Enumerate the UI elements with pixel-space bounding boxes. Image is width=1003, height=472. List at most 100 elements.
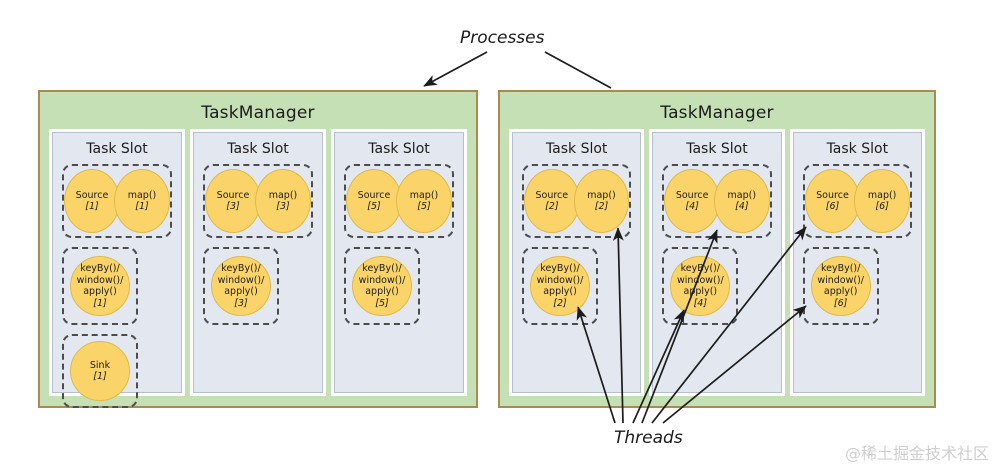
operator-label-line2: window()/ (76, 274, 124, 286)
operator-label-line1: keyBy()/ (221, 263, 261, 274)
operator-index: [1] (93, 371, 107, 382)
operator-map: map() [1] (114, 169, 170, 233)
operator-label-line3: apply() (83, 286, 117, 297)
operator-label: map() (127, 189, 157, 201)
operator-index: [2] (594, 201, 609, 212)
operator-index: [2] (553, 297, 567, 309)
operator-label: map() (587, 189, 616, 201)
operator-map: map() [6] (854, 169, 910, 233)
processes-arrow-left (423, 51, 488, 87)
operator-map: map() [3] (255, 169, 311, 233)
processes-label: Processes (460, 28, 545, 48)
operator-index: [4] (685, 201, 699, 212)
operator-label-line1: keyBy()/ (680, 263, 721, 274)
operator-index: [6] (833, 297, 848, 309)
operator-map: map() [2] (573, 169, 630, 233)
task-slot-row-1: Task Slot Source [1] map() [1] (52, 132, 464, 408)
operator-label-line1: keyBy()/ (820, 263, 861, 274)
operator-label: Source (357, 189, 391, 201)
operator-label: map() (409, 189, 439, 201)
operator-label-line2: window()/ (817, 274, 864, 286)
operator-index: [4] (735, 201, 749, 212)
operator-label: map() (268, 189, 298, 201)
operator-index: [1] (85, 201, 99, 212)
task-group-chain: Source [3] map() [3] (203, 164, 313, 238)
operator-label: Sink (89, 359, 111, 371)
operator-label: Source (75, 189, 109, 201)
operator-index: [5] (417, 201, 431, 212)
operator-source: Source [3] (205, 169, 261, 233)
operator-sink: Sink [1] (70, 341, 130, 401)
operator-label: Source (675, 189, 709, 201)
operator-label-line2: window()/ (677, 274, 724, 286)
operator-label: Source (216, 189, 250, 201)
operator-label-line3: apply() (683, 286, 718, 297)
task-slot-label: Task Slot (686, 141, 748, 157)
task-slot-1-2[interactable]: Task Slot Source [3] map() [3] (193, 132, 323, 393)
task-group-sink: Sink [1] (62, 334, 138, 408)
task-group-window: keyBy()/ window()/ apply() [6] (802, 247, 879, 325)
operator-keyby-window-apply: keyBy()/ window()/ apply() [2] (530, 256, 590, 316)
operator-keyby-window-apply: keyBy()/ window()/ apply() [1] (70, 256, 130, 316)
operator-index: [5] (375, 297, 389, 309)
operator-label-line3: apply() (224, 286, 258, 297)
task-group-chain: Source [2] map() [2] (522, 164, 632, 238)
operator-index: [3] (234, 297, 248, 309)
operator-source: Source [5] (346, 169, 402, 233)
operator-source: Source [2] (524, 169, 580, 233)
taskmanager-title-1: TaskManager (201, 103, 315, 123)
operator-label-line2: window()/ (217, 274, 265, 286)
processes-arrow-right (544, 51, 612, 89)
task-slot-2-1[interactable]: Task Slot Source [2] map() [2] (512, 132, 642, 393)
task-slot-1-3[interactable]: Task Slot Source [5] map() [5] (334, 132, 464, 393)
task-group-chain: Source [6] map() [6] (802, 164, 912, 238)
operator-index: [1] (135, 201, 149, 212)
task-slot-2-3[interactable]: Task Slot Source [6] map() [6] (792, 132, 922, 393)
operator-label-line3: apply() (365, 286, 399, 297)
task-slot-label: Task Slot (86, 141, 148, 157)
task-group-window: keyBy()/ window()/ apply() [4] (662, 247, 739, 325)
task-group-window: keyBy()/ window()/ apply() [2] (522, 247, 598, 325)
task-group-chain: Source [1] map() [1] (62, 164, 172, 238)
operator-source: Source [6] (804, 169, 861, 233)
operator-index: [6] (825, 201, 840, 212)
task-group-window: keyBy()/ window()/ apply() [1] (62, 247, 138, 325)
taskmanager-box-2: TaskManager Task Slot Source [2] map() [… (498, 90, 936, 408)
operator-keyby-window-apply: keyBy()/ window()/ apply() [3] (211, 256, 271, 316)
operator-index: [1] (93, 297, 107, 309)
task-slot-1-1[interactable]: Task Slot Source [1] map() [1] (52, 132, 182, 408)
threads-label: Threads (614, 428, 683, 448)
operator-label: Source (816, 189, 849, 201)
operator-index: [3] (276, 201, 290, 212)
operator-label-line3: apply() (543, 286, 577, 297)
operator-keyby-window-apply: keyBy()/ window()/ apply() [6] (810, 256, 871, 316)
operator-label: map() (727, 189, 757, 201)
task-slot-label: Task Slot (368, 141, 430, 157)
operator-label-line1: keyBy()/ (540, 263, 580, 274)
operator-label-line1: keyBy()/ (362, 263, 402, 274)
operator-map: map() [4] (713, 169, 770, 233)
operator-label-line2: window()/ (536, 274, 584, 286)
operator-label: Source (535, 189, 569, 201)
operator-source: Source [4] (664, 169, 720, 233)
watermark: @稀土掘金技术社区 (844, 444, 989, 463)
task-slot-label: Task Slot (545, 141, 608, 157)
task-group-window: keyBy()/ window()/ apply() [3] (203, 247, 279, 325)
taskmanager-box-1: TaskManager Task Slot Source [1] map() [… (38, 90, 478, 408)
task-group-window: keyBy()/ window()/ apply() [5] (344, 247, 420, 325)
operator-index: [6] (875, 201, 889, 212)
task-slot-row-2: Task Slot Source [2] map() [2] (512, 132, 922, 393)
operator-keyby-window-apply: keyBy()/ window()/ apply() [4] (670, 256, 731, 316)
operator-index: [4] (693, 297, 708, 309)
task-slot-2-2[interactable]: Task Slot Source [4] map() [4] (652, 132, 782, 393)
taskmanager-title-2: TaskManager (660, 103, 774, 123)
operator-index: [2] (545, 201, 559, 212)
operator-label-line2: window()/ (358, 274, 406, 286)
operator-label: map() (867, 189, 897, 201)
operator-keyby-window-apply: keyBy()/ window()/ apply() [5] (352, 256, 412, 316)
task-group-chain: Source [4] map() [4] (662, 164, 772, 238)
operator-index: [5] (367, 201, 381, 212)
operator-label-line1: keyBy()/ (80, 263, 120, 274)
task-slot-label: Task Slot (227, 141, 289, 157)
